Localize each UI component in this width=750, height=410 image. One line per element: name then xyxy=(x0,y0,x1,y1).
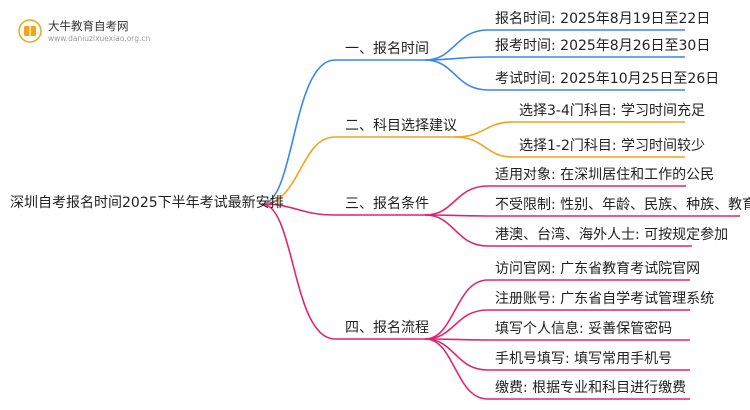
connector-root-branch2 xyxy=(261,136,455,205)
leaf-b4-4: 手机号填写: 填写常用手机号 xyxy=(495,351,673,367)
connector-b4-leaf2 xyxy=(424,309,690,340)
branch-label-subject-advice: 二、科目选择建议 xyxy=(345,118,457,134)
connector-b4-leaf4 xyxy=(424,338,690,371)
connector-root-branch3 xyxy=(261,203,425,216)
leaf-b1-2: 报考时间: 2025年8月26日至30日 xyxy=(495,38,711,54)
leaf-b3-3: 港澳、台湾、海外人士: 可按规定参加 xyxy=(495,227,729,243)
connector-b2-leaf1 xyxy=(454,121,685,138)
connector-b2-leaf2 xyxy=(454,136,685,158)
logo-url: www.daniuzixuexiao.org.cn xyxy=(48,34,151,43)
book-logo-icon xyxy=(18,19,42,43)
connector-b1-leaf2 xyxy=(424,56,685,61)
branch-label-process: 四、报名流程 xyxy=(345,320,429,336)
connector-b1-leaf3 xyxy=(424,59,685,91)
logo-title: 大牛教育自考网 xyxy=(48,19,129,33)
connector-root-branch1 xyxy=(261,59,425,205)
leaf-b4-2: 注册账号: 广东省自学考试管理系统 xyxy=(495,291,715,307)
connector-b4-leaf1 xyxy=(424,279,690,340)
leaf-b2-1: 选择3-4门科目: 学习时间充足 xyxy=(519,103,706,119)
connector-b3-leaf1 xyxy=(424,185,686,216)
root-topic: 深圳自考报名时间2025下半年考试最新安排 xyxy=(10,195,284,211)
connector-b1-leaf1 xyxy=(424,29,685,61)
branch-label-registration-time: 一、报名时间 xyxy=(345,41,429,57)
leaf-b1-3: 考试时间: 2025年10月25日至26日 xyxy=(495,71,720,87)
leaf-b4-1: 访问官网: 广东省教育考试院官网 xyxy=(495,261,701,277)
leaf-b3-2: 不受限制: 性别、年龄、民族、种族、教育程度 xyxy=(495,197,750,213)
connector-b3-leaf2 xyxy=(424,214,740,217)
leaf-b4-3: 填写个人信息: 妥善保管密码 xyxy=(495,321,673,337)
connector-b4-leaf3 xyxy=(424,338,690,341)
connector-b3-leaf3 xyxy=(424,214,692,247)
connector-b4-leaf5 xyxy=(424,338,690,400)
connector-root-branch4 xyxy=(261,203,425,340)
site-logo: 大牛教育自考网 www.daniuzixuexiao.org.cn xyxy=(18,17,158,47)
leaf-b2-2: 选择1-2门科目: 学习时间较少 xyxy=(519,138,706,154)
branch-label-conditions: 三、报名条件 xyxy=(345,196,429,212)
leaf-b4-5: 缴费: 根据专业和科目进行缴费 xyxy=(495,380,687,396)
leaf-b1-1: 报名时间: 2025年8月19日至22日 xyxy=(495,11,711,27)
leaf-b3-1: 适用对象: 在深圳居住和工作的公民 xyxy=(495,167,715,183)
